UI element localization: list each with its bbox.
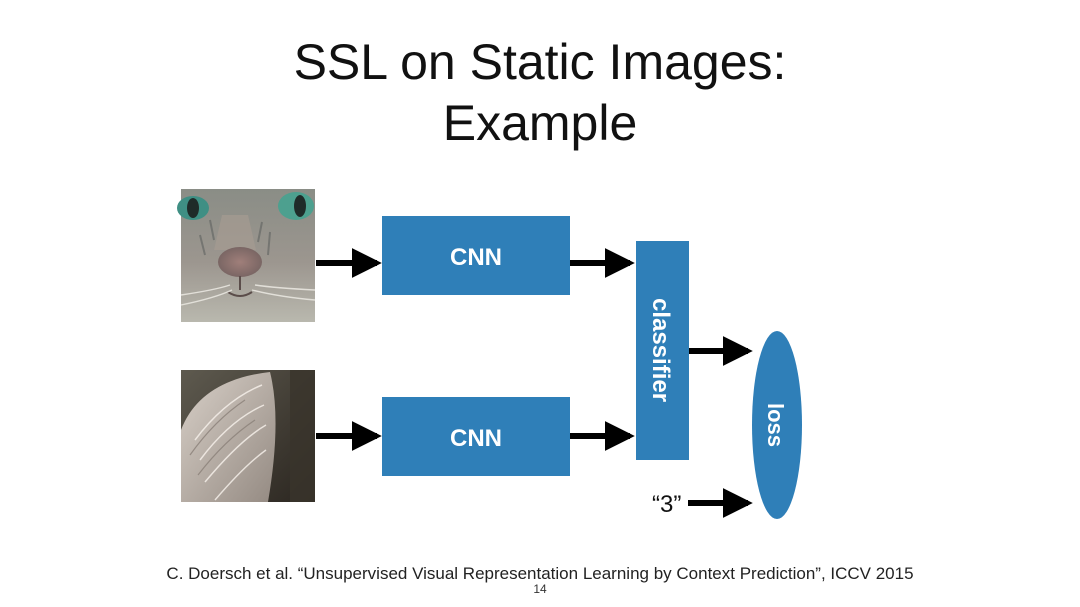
loss-node: loss [752, 331, 802, 519]
cat-face-image [177, 189, 316, 322]
cat-ear-image [181, 370, 315, 502]
cnn-bottom-box: CNN [382, 397, 570, 476]
cnn-bottom-label: CNN [450, 425, 502, 452]
slide-title-line-1: SSL on Static Images: [293, 34, 787, 90]
classifier-box: classifier [636, 241, 689, 460]
loss-label: loss [763, 403, 788, 447]
page-number: 14 [533, 582, 547, 596]
cat-nose [218, 247, 262, 277]
target-label: “3” [652, 491, 681, 518]
cnn-top-label: CNN [450, 244, 502, 271]
citation-text: C. Doersch et al. “Unsupervised Visual R… [166, 564, 914, 583]
cnn-top-box: CNN [382, 216, 570, 295]
slide-title: SSL on Static Images: Example [0, 32, 1080, 154]
slide-title-line-2: Example [442, 95, 638, 151]
classifier-label: classifier [647, 298, 674, 402]
